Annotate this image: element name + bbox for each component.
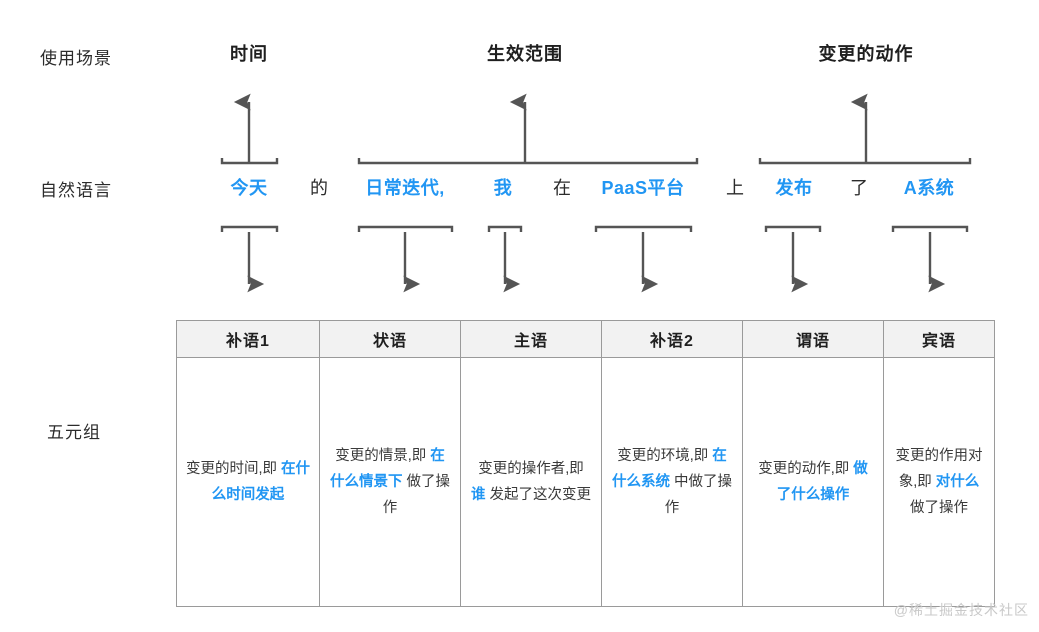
sentence-word-i: 我 bbox=[493, 178, 513, 198]
table-cell-complement1: 变更的时间,即 在什么时间发起 bbox=[176, 357, 320, 607]
row-label-natural-language: 自然语言 bbox=[40, 181, 112, 200]
table-header-predicate: 谓语 bbox=[742, 320, 884, 358]
table-header-complement1: 补语1 bbox=[176, 320, 320, 358]
table-header-complement2: 补语2 bbox=[601, 320, 743, 358]
lower-bracket-complement1 bbox=[220, 225, 279, 232]
cell-text-adverbial: 变更的情景,即 在什么情景下 做了操作 bbox=[329, 448, 451, 516]
table-header-subject: 主语 bbox=[460, 320, 602, 358]
lower-bracket-adverbial bbox=[357, 225, 454, 232]
table-cell-subject: 变更的操作者,即 谁 发起了这次变更 bbox=[460, 357, 602, 607]
sentence-word-today: 今天 bbox=[230, 178, 268, 198]
sentence-word-publish: 发布 bbox=[775, 178, 813, 198]
quintuple-table: 补语1 状语 主语 补语2 谓语 宾语 变更的时间,即 在什么时间发起 变更的情… bbox=[176, 320, 995, 607]
scenario-caption-time: 时间 bbox=[230, 44, 268, 64]
sentence-word-de: 的 bbox=[310, 178, 328, 198]
sentence-word-le: 了 bbox=[850, 178, 868, 198]
scenario-caption-action: 变更的动作 bbox=[818, 44, 914, 64]
table-cell-adverbial: 变更的情景,即 在什么情景下 做了操作 bbox=[319, 357, 461, 607]
table-cell-object: 变更的作用对象,即 对什么 做了操作 bbox=[883, 357, 995, 607]
row-label-quintuple: 五元组 bbox=[47, 423, 101, 442]
cell-text-predicate: 变更的动作,即 做了什么操作 bbox=[758, 461, 868, 503]
table-cell-predicate: 变更的动作,即 做了什么操作 bbox=[742, 357, 884, 607]
table-header-object: 宾语 bbox=[883, 320, 995, 358]
upper-bracket-scope bbox=[357, 158, 699, 165]
scenario-caption-scope: 生效范围 bbox=[487, 44, 563, 64]
sentence-word-iteration: 日常迭代, bbox=[365, 178, 445, 198]
sentence-word-zai: 在 bbox=[553, 178, 571, 198]
table-row: 变更的时间,即 在什么时间发起 变更的情景,即 在什么情景下 做了操作 变更的操… bbox=[176, 357, 995, 607]
table-cell-complement2: 变更的环境,即 在什么系统 中做了操作 bbox=[601, 357, 743, 607]
lower-bracket-complement2 bbox=[594, 225, 693, 232]
lower-bracket-object bbox=[891, 225, 969, 232]
lower-bracket-subject bbox=[487, 225, 523, 232]
cell-text-complement1: 变更的时间,即 在什么时间发起 bbox=[185, 461, 311, 503]
cell-text-object: 变更的作用对象,即 对什么 做了操作 bbox=[895, 448, 983, 516]
table-header-row: 补语1 状语 主语 补语2 谓语 宾语 bbox=[176, 320, 995, 358]
table-header-adverbial: 状语 bbox=[319, 320, 461, 358]
sentence-word-system-a: A系统 bbox=[903, 178, 955, 198]
cell-text-subject: 变更的操作者,即 谁 发起了这次变更 bbox=[470, 461, 592, 503]
watermark: @稀土掘金技术社区 bbox=[893, 602, 1029, 618]
sentence-word-shang: 上 bbox=[726, 178, 744, 198]
lower-bracket-predicate bbox=[764, 225, 822, 232]
sentence-word-paas: PaaS平台 bbox=[601, 178, 685, 198]
cell-text-complement2: 变更的环境,即 在什么系统 中做了操作 bbox=[611, 448, 733, 516]
row-label-scenario: 使用场景 bbox=[40, 49, 112, 68]
